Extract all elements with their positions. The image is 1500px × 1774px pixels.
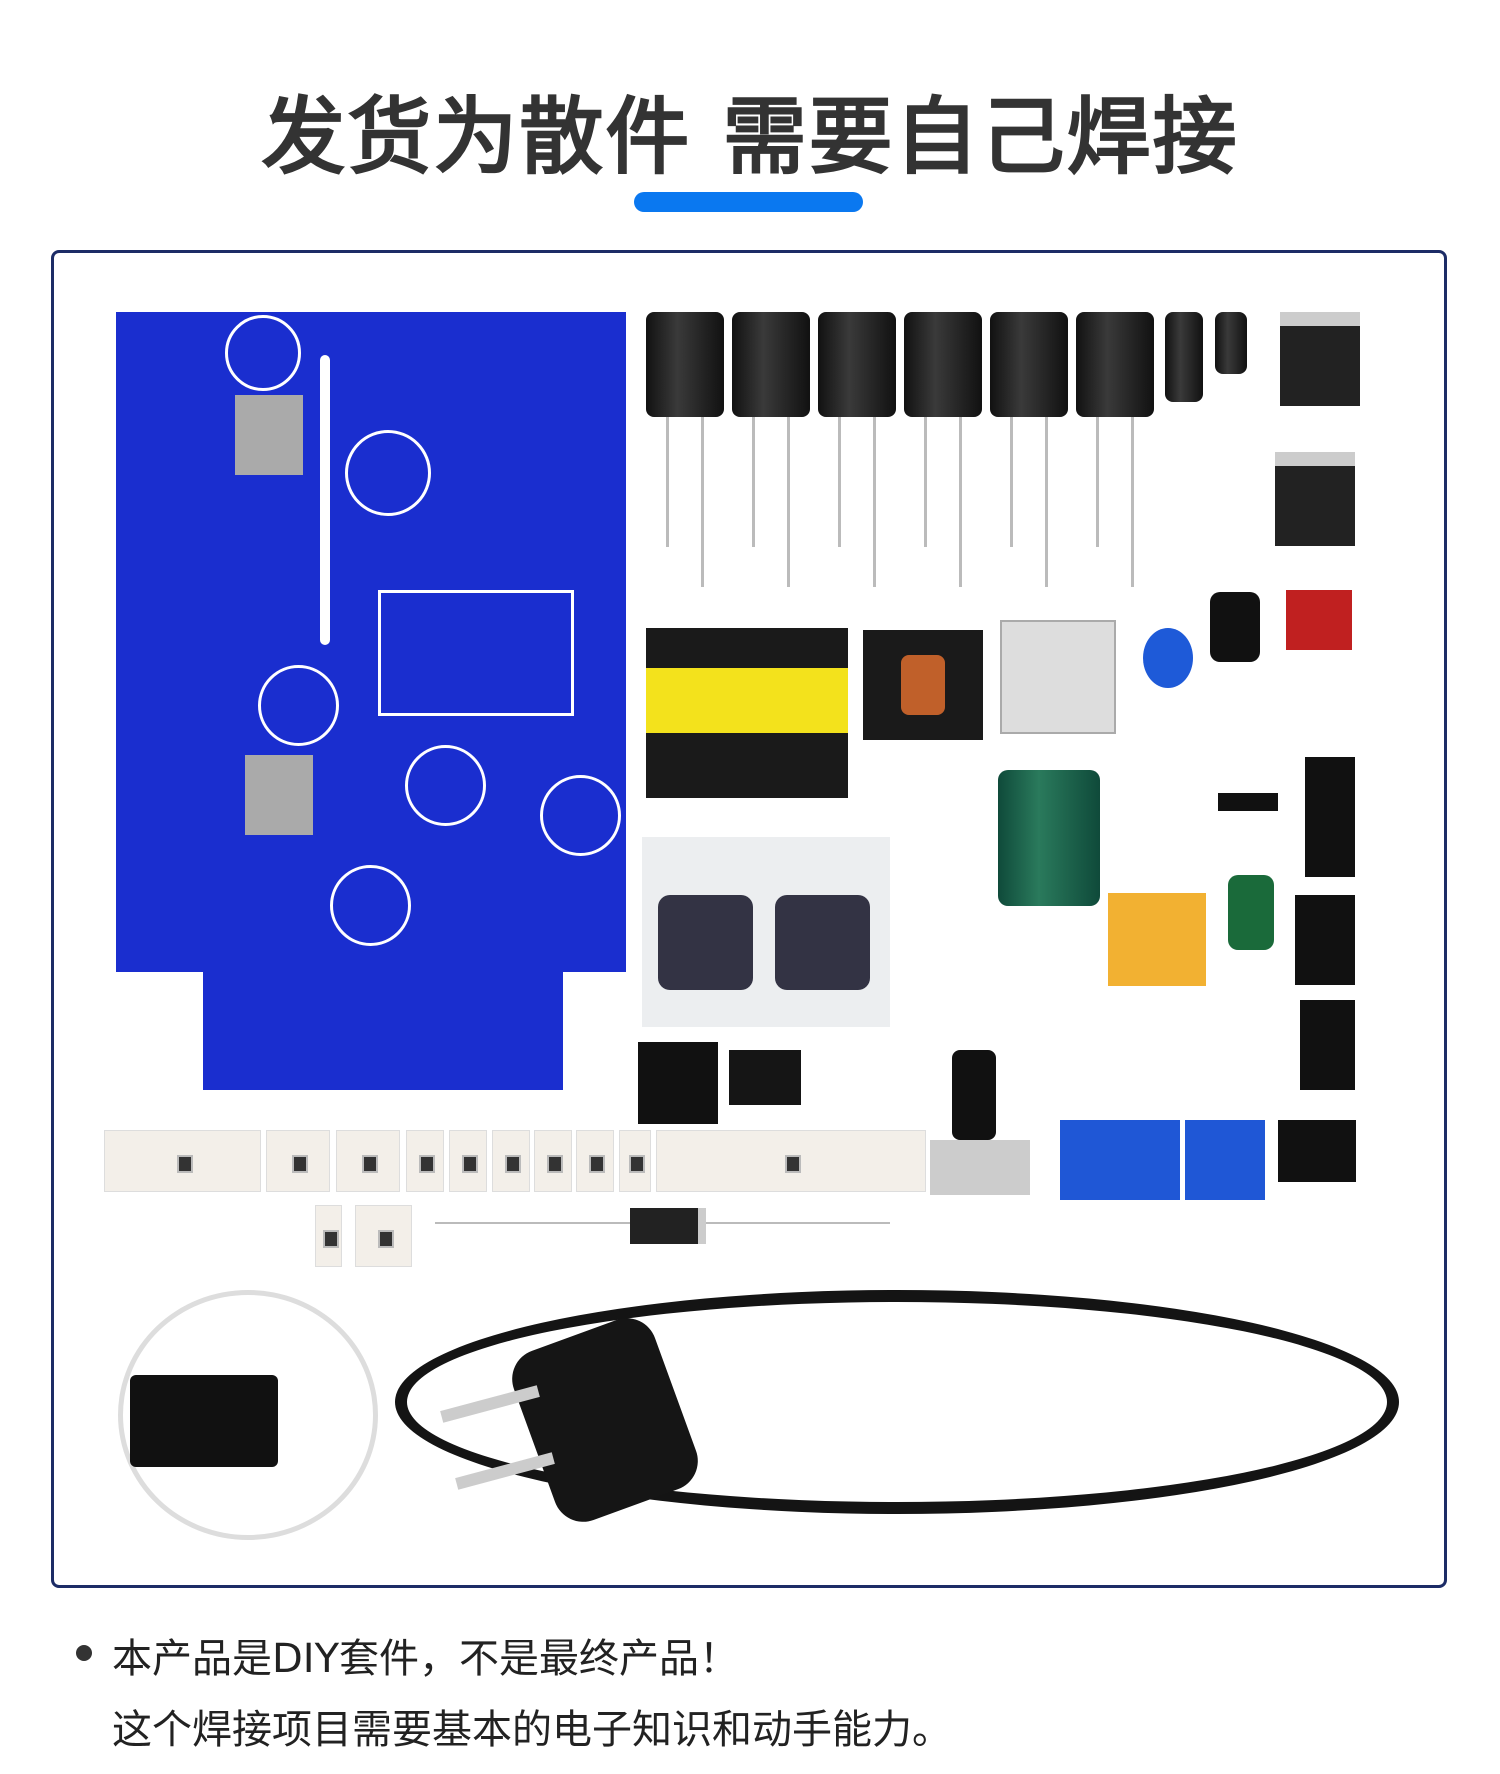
digital-voltmeter bbox=[130, 1375, 278, 1467]
smd-resistor-tape bbox=[104, 1130, 926, 1192]
pcb-slot bbox=[320, 355, 330, 645]
large-capacitor bbox=[998, 770, 1100, 906]
rectifier-bridge bbox=[1295, 895, 1355, 985]
note-line-2: 这个焊接项目需要基本的电子知识和动手能力。 bbox=[112, 1707, 952, 1753]
dip-ic bbox=[729, 1050, 801, 1105]
common-mode-choke bbox=[863, 630, 983, 740]
pcb-board bbox=[116, 312, 626, 972]
title-underline bbox=[634, 192, 863, 212]
rectifier-bridge bbox=[1300, 1000, 1355, 1090]
pcb-board-lower bbox=[203, 960, 563, 1090]
female-header bbox=[1278, 1120, 1356, 1182]
diode bbox=[630, 1208, 706, 1244]
pcb-chip-pad bbox=[235, 395, 303, 475]
optocoupler bbox=[1305, 757, 1355, 877]
product-photo-frame bbox=[51, 250, 1447, 1588]
terminal-block bbox=[1185, 1120, 1265, 1200]
small-capacitor bbox=[1215, 312, 1247, 374]
potentiometer-base bbox=[930, 1140, 1030, 1195]
ic-socket bbox=[638, 1042, 718, 1124]
usb-connector bbox=[1000, 620, 1116, 734]
voltmeter-wires bbox=[118, 1290, 378, 1540]
pcb-chip-pad bbox=[245, 755, 313, 835]
inductor bbox=[1210, 592, 1260, 662]
potentiometer bbox=[952, 1050, 996, 1140]
power-inductor bbox=[775, 895, 870, 990]
pcb-cap-footprint bbox=[540, 775, 621, 856]
x-capacitor bbox=[1108, 893, 1206, 986]
regulator-ic bbox=[1275, 452, 1355, 546]
ceramic-capacitor bbox=[1143, 628, 1193, 688]
transformer bbox=[646, 628, 848, 798]
pcb-transformer-footprint bbox=[378, 590, 574, 716]
terminal-block bbox=[1060, 1120, 1180, 1200]
power-inductor bbox=[658, 895, 753, 990]
regulator-ic bbox=[1280, 312, 1360, 406]
smd-resistor bbox=[315, 1205, 342, 1267]
fuse bbox=[1286, 590, 1352, 650]
pcb-cap-footprint bbox=[345, 430, 431, 516]
bullet-icon bbox=[76, 1645, 92, 1661]
smd-resistor bbox=[355, 1205, 412, 1267]
page-title: 发货为散件 需要自己焊接 bbox=[261, 88, 1239, 186]
film-capacitor bbox=[1228, 875, 1274, 950]
pcb-cap-footprint bbox=[225, 315, 301, 391]
pcb-cap-footprint bbox=[330, 865, 411, 946]
pin-header bbox=[1218, 793, 1278, 811]
pcb-cap-footprint bbox=[405, 745, 486, 826]
note-line-1: 本产品是DIY套件，不是最终产品！ bbox=[112, 1636, 740, 1682]
small-capacitor bbox=[1165, 312, 1203, 402]
capacitor-row bbox=[646, 312, 1156, 612]
pcb-cap-footprint bbox=[258, 665, 339, 746]
